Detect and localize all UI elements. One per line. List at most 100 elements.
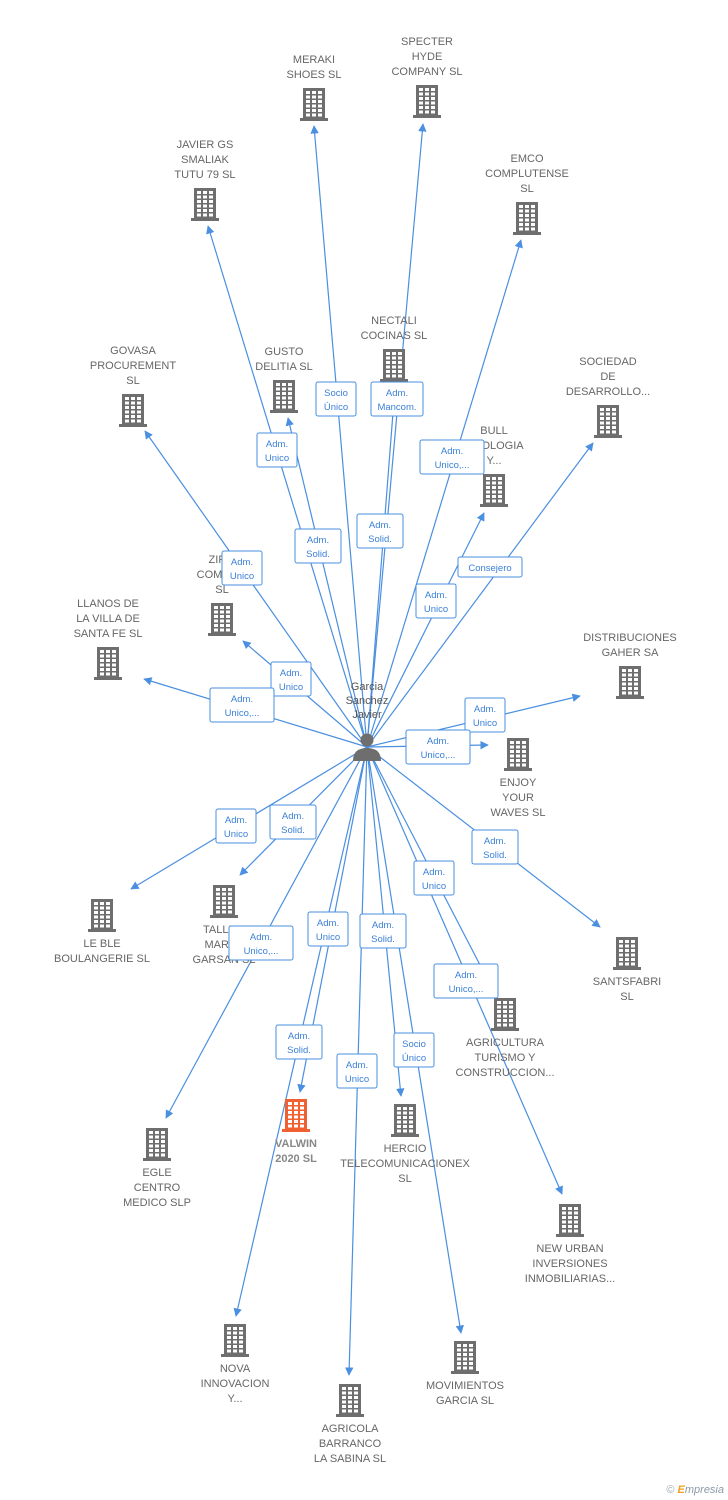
company-label: BOULANGERIE SL [54, 953, 150, 965]
role-label-box [294, 528, 342, 564]
role-label-box [275, 1024, 323, 1060]
company-node-nova[interactable]: NOVAINNOVACIONY... [201, 1324, 270, 1405]
company-label: COCINAS SL [361, 330, 428, 342]
role-label-text: Unico [224, 829, 248, 840]
company-label: EGLE [142, 1167, 171, 1179]
building-icon [300, 88, 328, 121]
company-label: GOVASA [110, 345, 156, 357]
company-label: SL [126, 375, 139, 387]
role-label-distribuciones[interactable]: Adm.Unico [464, 697, 506, 733]
role-label-text: Adm. [231, 694, 253, 705]
role-label-santsfabri[interactable]: Adm.Solid. [471, 829, 519, 865]
role-label-text: Adm. [372, 920, 394, 931]
role-label-box [370, 381, 424, 417]
role-label-text: Adm. [427, 736, 449, 747]
building-icon [94, 647, 122, 680]
role-label-text: Unico [279, 682, 303, 693]
building-icon [391, 1104, 419, 1137]
role-label-agricultura[interactable]: Adm.Unico [413, 860, 455, 896]
building-icon [504, 738, 532, 771]
building-icon [491, 998, 519, 1031]
role-label-enjoy[interactable]: Adm.Unico,... [405, 729, 471, 765]
company-label: Y... [227, 1393, 242, 1405]
footer-credit: © Empresia [666, 1484, 724, 1496]
company-label: HERCIO [384, 1143, 427, 1155]
company-label: EMCO [511, 153, 544, 165]
role-label-nova[interactable]: Adm.Solid. [275, 1024, 323, 1060]
role-label-javiergs[interactable]: Adm.Unico [256, 432, 298, 468]
brand-logo[interactable]: Empresia [677, 1484, 724, 1496]
company-label: SANTSFABRI [593, 976, 661, 988]
role-label-box [471, 829, 519, 865]
role-label-box [433, 963, 499, 999]
role-label-box [413, 860, 455, 896]
role-label-gusto[interactable]: Adm.Solid. [294, 528, 342, 564]
role-label-box [393, 1032, 435, 1068]
edge-sociedad [366, 442, 594, 748]
role-label-text: Adm. [307, 535, 329, 546]
role-label-govasa[interactable]: Adm.Unico [221, 550, 263, 586]
company-label: MERAKI [293, 54, 335, 66]
role-label-emco[interactable]: Adm.Unico,... [419, 439, 485, 475]
person-label: Sanchez [346, 695, 389, 707]
company-label: HYDE [412, 51, 443, 63]
company-node-newurban[interactable]: NEW URBANINVERSIONESINMOBILIARIAS... [525, 1204, 615, 1285]
company-label: NEW URBAN [536, 1243, 603, 1255]
role-label-taller[interactable]: Adm.Solid. [269, 804, 317, 840]
role-label-specter[interactable]: Adm.Mancom. [370, 381, 424, 417]
role-label-leble[interactable]: Adm.Unico [215, 808, 257, 844]
company-label: TURISMO Y [475, 1052, 537, 1064]
role-label-llanos[interactable]: Adm.Unico,... [209, 687, 275, 723]
role-label-valwin[interactable]: Adm.Unico [307, 911, 349, 947]
role-label-bull[interactable]: Adm.Unico [415, 583, 457, 619]
role-label-text: Adm. [455, 970, 477, 981]
building-icon [143, 1128, 171, 1161]
edge-specter [366, 123, 427, 748]
role-label-text: Unico [265, 453, 289, 464]
role-label-text: Consejero [468, 563, 511, 574]
role-label-nectali[interactable]: Adm.Solid. [356, 513, 404, 549]
company-label: SL [520, 183, 533, 195]
edge-bull [366, 512, 485, 748]
role-label-sociedad[interactable]: Consejero [457, 556, 523, 578]
company-label: GUSTO [265, 346, 304, 358]
company-node-sociedad[interactable]: SOCIEDADDEDESARROLLO... [566, 356, 650, 438]
role-label-text: Unico [345, 1074, 369, 1085]
role-label-hercio[interactable]: Adm.Solid. [359, 913, 407, 949]
role-label-box [209, 687, 275, 723]
role-label-box [464, 697, 506, 733]
building-icon [119, 394, 147, 427]
company-label: DISTRIBUCIONES [583, 632, 677, 644]
role-label-text: Unico [230, 571, 254, 582]
role-label-text: Único [402, 1053, 426, 1064]
role-label-zir[interactable]: Adm.Unico [270, 661, 312, 697]
role-label-box [415, 583, 457, 619]
role-label-box [307, 911, 349, 947]
role-label-newurban[interactable]: Adm.Unico,... [433, 963, 499, 999]
role-label-agricola[interactable]: Adm.Unico [336, 1053, 378, 1089]
role-label-text: Adm. [282, 811, 304, 822]
role-label-text: Adm. [441, 446, 463, 457]
role-label-egle[interactable]: Adm.Unico,... [228, 925, 294, 961]
